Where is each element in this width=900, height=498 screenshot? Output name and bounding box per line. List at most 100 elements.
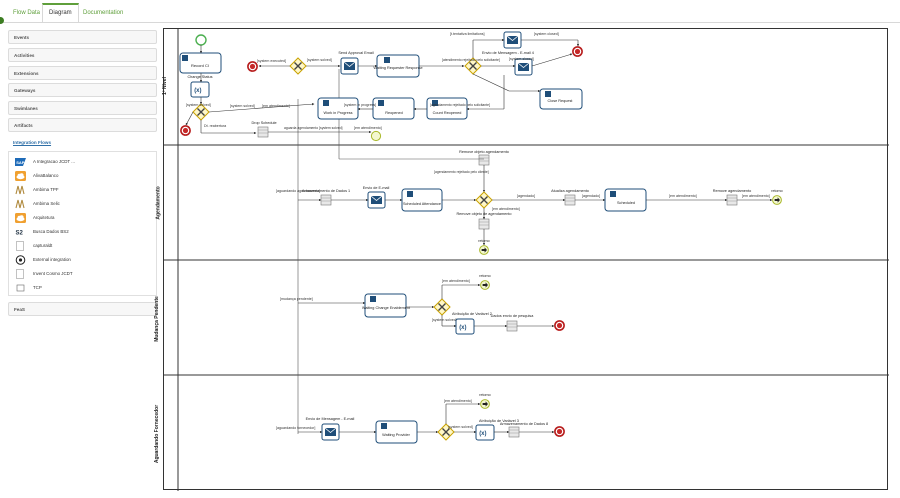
- node-label: Atribuição de Variável 3: [479, 419, 519, 423]
- task-label: Reopened: [385, 111, 403, 115]
- node-label: Atribuição de Variável 2: [452, 312, 492, 316]
- palette-sidebar: Events Activities Extensions Gateways Sw…: [8, 28, 159, 498]
- email-task-icon: [321, 423, 340, 441]
- data-store-icon: [478, 218, 490, 230]
- task-label: Waiting Requester Response: [373, 66, 422, 70]
- intermediate-event: [370, 130, 382, 142]
- data-store-icon: [257, 126, 269, 138]
- tab-flow-data[interactable]: Flow Data: [13, 10, 41, 16]
- edge-label: retorno: [479, 393, 490, 397]
- end-event: [247, 61, 258, 72]
- variable-task-icon: [455, 318, 475, 335]
- category-swimlanes[interactable]: Swimlanes: [8, 101, 157, 115]
- task-label: Waiting Change Enablement: [362, 306, 411, 310]
- integration-item-label: Ambima TPF: [33, 187, 59, 192]
- node-label: Remove objeto agendamento: [459, 150, 509, 154]
- task-label: Count Reopened: [433, 111, 462, 115]
- edge-label: [em atendimento]: [492, 207, 520, 211]
- connector-event: [479, 245, 489, 255]
- sap-icon: SAP: [15, 158, 26, 166]
- connector-event: [772, 195, 782, 205]
- integration-item-label: Arquitetura: [33, 215, 55, 220]
- diagram-canvas[interactable]: (x) Record CI Change Status [system solv…: [154, 28, 889, 491]
- cloud-icon: [15, 171, 26, 181]
- external-icon: [15, 255, 26, 265]
- edge-label: [aguardando agendamento]: [276, 189, 320, 193]
- edge-label: [em atendimento]: [442, 279, 470, 283]
- blank-icon: [16, 241, 24, 251]
- data-store-icon: [478, 154, 490, 166]
- node-label: Envio de Mensagem - E-mail 4: [482, 51, 534, 55]
- start-event: [195, 34, 207, 46]
- node-label: Armazenamento de Dados 8: [500, 422, 548, 426]
- integration-item-label: A Integracao JCDT ...: [33, 159, 75, 164]
- tcp-icon: [16, 284, 25, 292]
- edge-label: [system closed]: [509, 57, 534, 61]
- data-store-icon: [564, 194, 576, 206]
- node-label: retorno: [771, 189, 782, 193]
- node-label: Change Status: [187, 75, 212, 79]
- task-label: Record CI: [191, 63, 209, 68]
- edge-label: [system solved]: [307, 58, 332, 62]
- edge-label: [em atendimento]: [742, 194, 770, 198]
- bs2-icon: S2: [16, 231, 24, 237]
- integration-item-label: External integration: [33, 257, 71, 262]
- edge-label: [system executed]: [257, 59, 286, 63]
- node-label: Atualiza agendamento: [551, 189, 589, 193]
- integration-item-label: Invent Cosmo JCDT: [33, 271, 73, 276]
- node-label: Armazenamento de Dados 1: [302, 189, 350, 193]
- tab-documentation[interactable]: Documentation: [83, 10, 124, 16]
- tab-diagram[interactable]: Diagram: [42, 3, 79, 22]
- edge-label: [agendamento rejeitado pelo solicitante]: [430, 103, 490, 107]
- lane-label: Mudança Pendente: [153, 296, 160, 342]
- gateway: [433, 298, 451, 316]
- integration-item-label: AlivaBalanco: [33, 173, 59, 178]
- edge-label: aguarda agendamento [system solved]: [284, 126, 342, 130]
- email-task-icon: [514, 58, 533, 76]
- end-event: [572, 46, 583, 57]
- edge-label: [system solved]: [230, 104, 255, 108]
- integration-item-label: Ambima Selic: [33, 201, 60, 206]
- edge-label: [system in progress]: [344, 103, 376, 107]
- task-label: Scheduled: [617, 201, 635, 205]
- edge-label: [t.tentativa limitations]: [450, 32, 485, 36]
- blank-icon: [16, 269, 24, 279]
- end-event: [180, 125, 191, 136]
- node-label: Envio de E-mail: [363, 186, 390, 190]
- integration-item-label: TCP: [33, 285, 42, 290]
- edge-label: retorno: [479, 274, 490, 278]
- end-event: [554, 320, 565, 331]
- edge-label: [em atendimento]: [669, 194, 697, 198]
- end-event: [554, 426, 565, 437]
- category-integration-flows[interactable]: Integration Flows: [8, 136, 157, 150]
- category-activities[interactable]: Activities: [8, 48, 157, 62]
- data-store-icon: [320, 194, 332, 206]
- anbima-icon: [15, 199, 25, 209]
- data-store-icon: [506, 320, 518, 332]
- category-gateways[interactable]: Gateways: [8, 83, 157, 97]
- email-task-icon: [503, 31, 522, 49]
- svg-text:SAP: SAP: [16, 160, 25, 165]
- category-feas[interactable]: FeaS: [8, 302, 157, 316]
- edge-label: [system solved]: [432, 318, 457, 322]
- node-label: Send Approval Email: [338, 51, 373, 55]
- edge-label: [agendado]: [582, 194, 600, 198]
- node-label: Dados envio de pesquisa: [491, 314, 535, 318]
- integration-flows-list: SAP A Integracao JCDT ... AlivaBalanco A…: [8, 151, 157, 296]
- edge-label: [system closed]: [534, 32, 559, 36]
- category-extensions[interactable]: Extensions: [8, 66, 157, 80]
- send-approval-email-icon: [340, 57, 359, 75]
- panel-toggle-handle[interactable]: [0, 17, 4, 24]
- edge-label: [agendamento rejeitado pelo cliente]: [434, 170, 489, 174]
- node-label: Drop Schedule: [251, 121, 276, 125]
- node-label: Envio de Mensagem - E-mail: [306, 417, 355, 421]
- edge-label: Dt. reabertura: [204, 124, 226, 128]
- edge-label: [em atendimento]: [262, 104, 290, 108]
- category-events[interactable]: Events: [8, 30, 157, 44]
- lane-label: 1º Nível: [161, 77, 168, 95]
- category-artifacts[interactable]: Artifacts: [8, 118, 157, 132]
- task-label: Work in Progress: [323, 111, 352, 115]
- task-label: Scheduled Attendance: [403, 202, 441, 206]
- cloud-icon: [15, 213, 26, 223]
- variable-task-icon: [190, 81, 210, 98]
